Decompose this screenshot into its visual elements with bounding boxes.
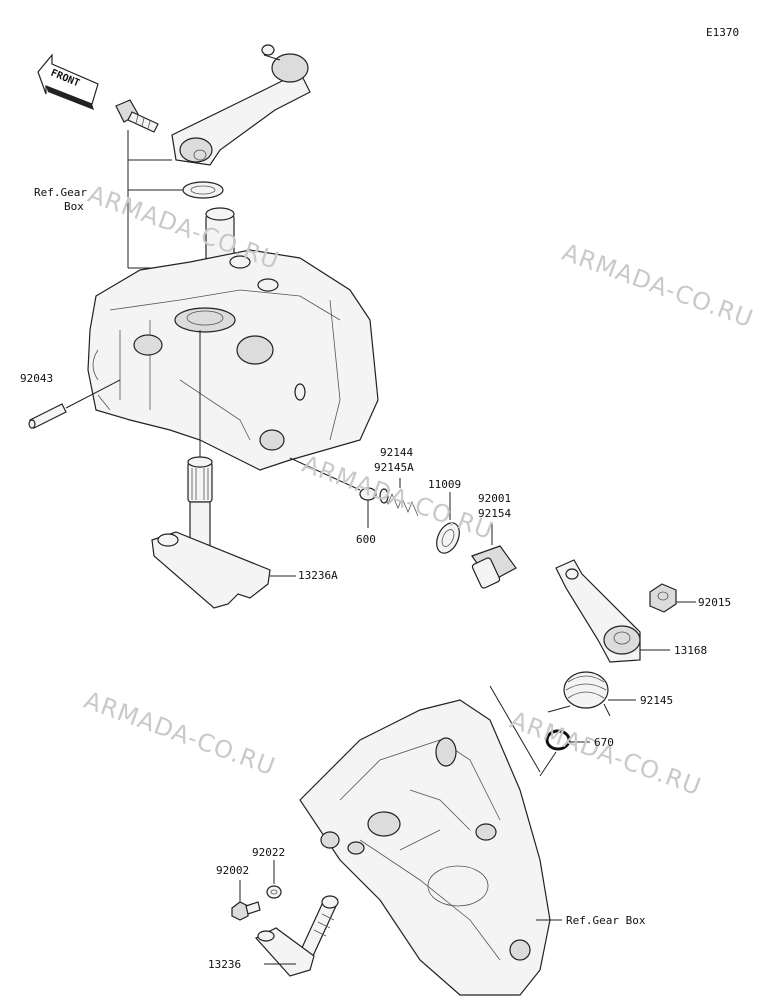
o-ring-670 [545,729,571,751]
plug-92001 [471,545,517,589]
diagram-code: E1370 [706,26,740,39]
washer-92022 [266,885,282,899]
label-13236A: 13236A [298,569,338,582]
gear-box-housing-top [87,207,379,471]
shift-shaft-13236A [151,330,271,609]
torsion-spring-92145 [547,671,611,717]
front-arrow-icon [37,53,99,110]
gear-box-housing-bottom [299,699,551,996]
label-ref-gear-box-top: Ref.Gear [34,186,87,199]
spring-92144 [379,488,419,517]
label-92154: 92154 [478,507,512,520]
label-92145: 92145 [640,694,674,707]
oil-seal [182,181,224,199]
label-ref-gear-box-bottom: Ref.Gear Box [566,914,646,927]
label-92144: 92144 [380,446,414,459]
label-92015: 92015 [698,596,732,609]
label-670: 670 [594,736,614,749]
label-13236: 13236 [208,958,242,971]
shift-arm-13168 [555,559,641,663]
label-92145A: 92145A [374,461,414,474]
washer-11009 [436,522,460,554]
label-13168: 13168 [674,644,708,657]
nut-92015 [649,583,677,613]
label-ref-gear-box-top-2: Box [64,200,84,213]
bolt-92002 [231,901,261,921]
pin-92043 [28,403,67,429]
shift-lever-arm [171,44,311,166]
label-11009: 11009 [428,478,462,491]
label-92043: 92043 [20,372,54,385]
bolt-top [115,99,159,133]
label-92001: 92001 [478,492,512,505]
label-92002: 92002 [216,864,250,877]
label-600: 600 [356,533,376,546]
shift-shaft-13236 [255,895,339,977]
label-92022: 92022 [252,846,286,859]
